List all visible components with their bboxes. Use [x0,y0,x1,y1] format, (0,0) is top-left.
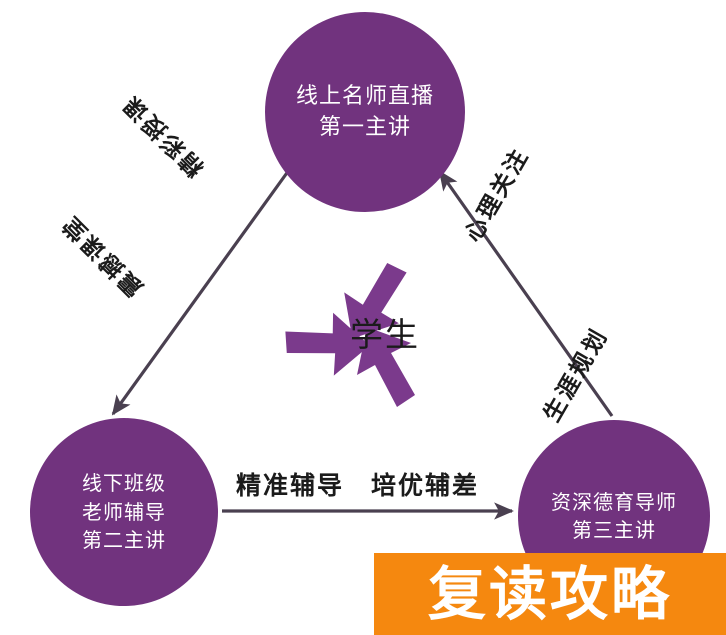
recycle-icon [285,262,415,407]
node-top-line-1: 线上名师直播 [295,83,434,109]
edge-arrow-bottom-right-to-top [438,170,614,417]
edge-arrow-top-to-bottom-left [111,169,291,416]
node-top-line-2: 第一主讲 [318,115,411,140]
node-bottom-right-line-2: 第三主讲 [572,518,656,542]
node-bottom-left-line-2: 老师辅导 [82,499,166,524]
node-bottom-left-line-1: 线下班级 [82,471,166,496]
edge-label-bottom: 精准辅导 培优辅差 [236,471,480,500]
center-label: 学生 [350,315,420,354]
node-online-live-teacher[interactable]: 线上名师直播 第一主讲 [265,12,465,212]
banner: 复读攻略 [374,553,726,635]
node-bottom-right-line-1: 资深德育导师 [551,489,677,514]
banner-title: 复读攻略 [427,560,672,628]
node-bottom-left-line-3: 第二主讲 [82,528,166,553]
node-offline-class-teacher[interactable]: 线下班级 老师辅导 第二主讲 [30,418,218,606]
